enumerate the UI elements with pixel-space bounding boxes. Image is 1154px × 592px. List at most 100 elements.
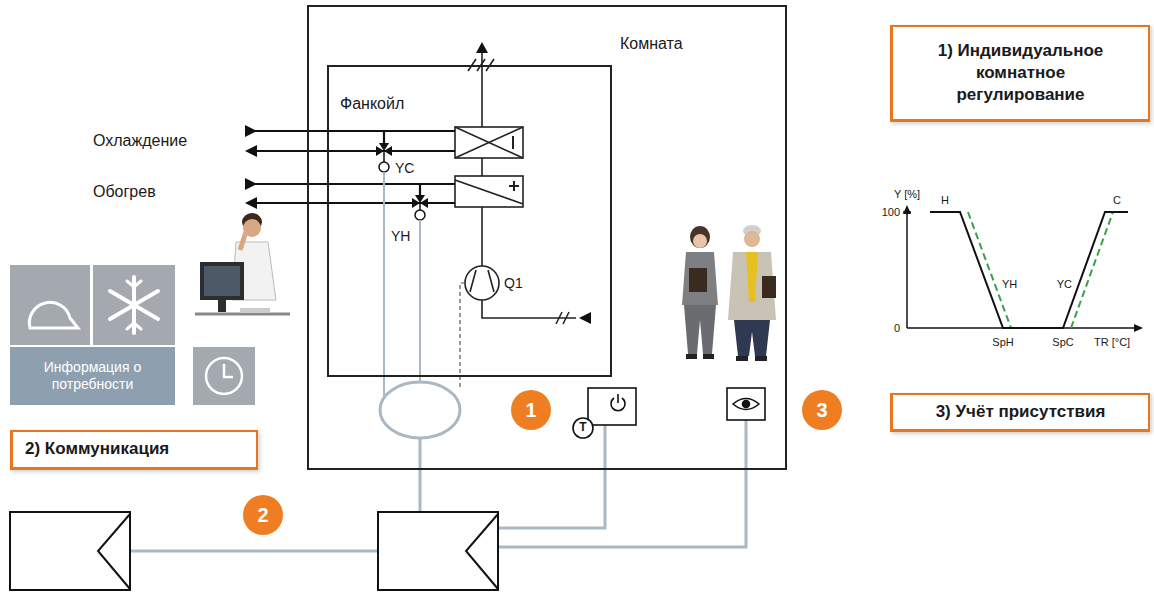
shirt bbox=[746, 252, 758, 302]
temperature-sensor bbox=[573, 418, 593, 438]
icon-tile bbox=[193, 347, 255, 405]
person-woman bbox=[682, 226, 718, 359]
bus-line bbox=[131, 550, 378, 553]
icon-tile bbox=[93, 265, 175, 345]
controller bbox=[378, 512, 498, 590]
pipes bbox=[247, 131, 455, 203]
comfort-icon bbox=[29, 302, 78, 328]
valve-label: YH bbox=[391, 228, 410, 244]
callout-circle bbox=[802, 390, 842, 430]
snowflake-arm bbox=[110, 291, 158, 319]
face bbox=[693, 234, 707, 248]
controller-box bbox=[10, 512, 130, 590]
curve-label: YC bbox=[1057, 278, 1072, 291]
actuator-wire bbox=[419, 220, 421, 382]
box-text: 2) Коммуникация bbox=[25, 438, 244, 460]
fan-circle bbox=[465, 266, 499, 300]
valve-stem bbox=[383, 151, 385, 162]
coil-cross bbox=[455, 127, 523, 158]
pipe-arrow bbox=[245, 145, 257, 157]
box-text: 3) Учёт присутствия bbox=[903, 401, 1138, 423]
bus-ellipse bbox=[380, 382, 460, 438]
pipe-arrow bbox=[245, 125, 257, 137]
callout-circle bbox=[511, 390, 551, 430]
shoe bbox=[703, 354, 714, 359]
hair bbox=[690, 226, 710, 248]
axis-title: TR [°C] bbox=[1094, 336, 1130, 349]
fan-blade bbox=[470, 270, 494, 292]
jacket bbox=[728, 252, 776, 320]
keyboard bbox=[240, 308, 270, 313]
room-outline: КомнатаФанкойл bbox=[307, 5, 787, 470]
demand-tile: Информация о потребности bbox=[10, 347, 175, 405]
valve-body bbox=[379, 143, 389, 151]
cooling-supply bbox=[247, 130, 455, 132]
trousers bbox=[734, 320, 770, 356]
topic-box: 1) Индивидуальное комнатное регулировани… bbox=[890, 25, 1150, 122]
sensor-box bbox=[727, 388, 765, 420]
control-curve bbox=[930, 212, 1128, 328]
jacket bbox=[682, 252, 718, 305]
face bbox=[744, 231, 760, 247]
monitor-stand bbox=[218, 300, 226, 312]
coil-diagonal bbox=[455, 180, 523, 204]
shoe bbox=[686, 354, 697, 359]
clock-icon bbox=[206, 358, 242, 394]
curve-label: H bbox=[941, 194, 949, 207]
cooling-return bbox=[255, 150, 455, 152]
duct-line bbox=[482, 300, 576, 318]
pipe-label: Обогрев bbox=[93, 183, 156, 201]
actuator-wire bbox=[383, 172, 385, 396]
bus-line bbox=[499, 425, 605, 528]
eye-icon bbox=[733, 399, 759, 410]
valve-stem bbox=[419, 203, 421, 210]
operator bbox=[195, 213, 290, 314]
box-heading: Комната bbox=[620, 35, 683, 53]
valve-yc bbox=[376, 143, 392, 172]
controller-mark bbox=[98, 514, 130, 589]
box-text: 1) Индивидуальное комнатное регулировани… bbox=[926, 40, 1115, 106]
callout-number: 1 bbox=[525, 399, 536, 422]
pipe-label: Охлаждение bbox=[93, 132, 187, 150]
axis-value: 0 bbox=[894, 322, 900, 335]
axis-arrow bbox=[903, 205, 911, 214]
curve-label: YH bbox=[1002, 278, 1017, 291]
setpoint-label: SpC bbox=[1052, 336, 1073, 349]
pipe-arrow bbox=[245, 197, 257, 209]
trousers bbox=[684, 305, 716, 354]
axis-arrow bbox=[1134, 324, 1143, 332]
person-man bbox=[728, 225, 776, 361]
controller-box bbox=[378, 512, 498, 590]
duct-tick bbox=[563, 312, 569, 324]
axis-value: 100 bbox=[882, 206, 900, 219]
pipe-arrow bbox=[245, 178, 257, 190]
control-chart bbox=[903, 205, 1143, 332]
snowflake-icon bbox=[110, 277, 158, 333]
heating-supply bbox=[247, 183, 455, 185]
heating-coil bbox=[455, 176, 523, 207]
thermostat-box bbox=[588, 388, 636, 425]
valve-bypass bbox=[419, 184, 421, 196]
controller bbox=[10, 512, 130, 590]
folder bbox=[762, 276, 776, 298]
axis-title: Y [%] bbox=[894, 188, 920, 201]
valve-yh bbox=[412, 195, 428, 220]
callout-number: 2 bbox=[257, 504, 268, 527]
fan-label: Q1 bbox=[504, 275, 523, 291]
valve-bypass bbox=[383, 131, 385, 144]
shoe bbox=[755, 356, 767, 361]
fan-wire bbox=[460, 283, 465, 389]
valve-body bbox=[415, 195, 425, 203]
topic-box: 3) Учёт присутствия bbox=[890, 393, 1150, 432]
monitor-screen bbox=[204, 266, 240, 296]
clock-face bbox=[206, 358, 242, 394]
controller-mark bbox=[466, 514, 498, 589]
coil-box bbox=[455, 127, 523, 158]
minus-sign bbox=[512, 136, 514, 149]
box-heading: Фанкойл bbox=[340, 95, 404, 113]
plus-sign bbox=[513, 181, 515, 191]
callout-circle bbox=[243, 495, 283, 535]
cooling-coil bbox=[455, 127, 523, 158]
room-thermostat bbox=[573, 388, 636, 438]
